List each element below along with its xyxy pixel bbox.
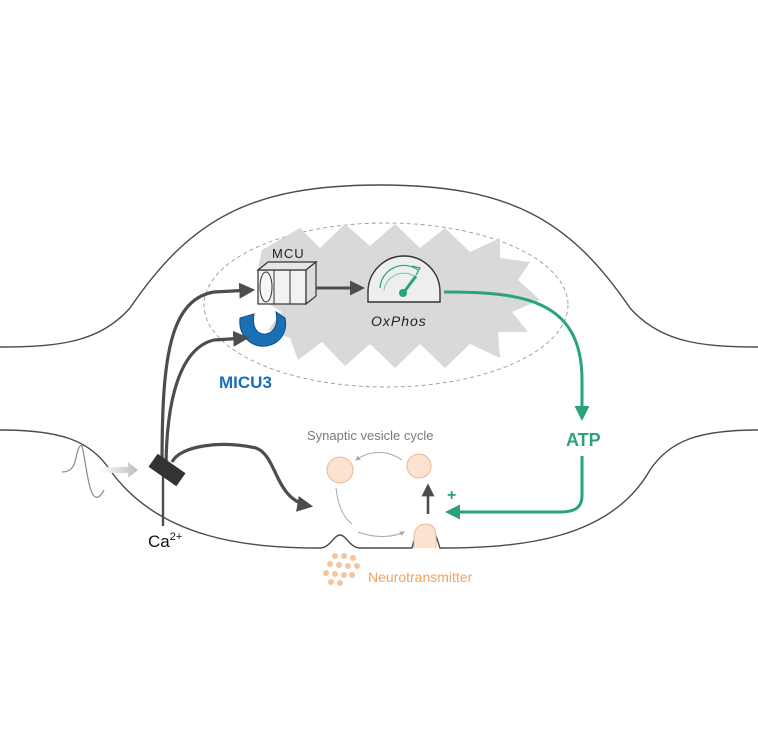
ca-to-micu3-path bbox=[164, 330, 250, 471]
ca-label: Ca2+ bbox=[148, 531, 182, 551]
ca-to-vesicle-path bbox=[170, 442, 314, 512]
input-arrow-icon bbox=[100, 462, 138, 478]
cycle-arrow-bottom bbox=[357, 531, 405, 537]
neurotransmitter-dots bbox=[323, 553, 360, 586]
synaptic-cycle-label: Synaptic vesicle cycle bbox=[307, 428, 433, 443]
atp-label: ATP bbox=[566, 430, 601, 450]
vesicle-fused bbox=[413, 523, 437, 548]
oxphos-label: OxPhos bbox=[371, 313, 427, 329]
ca-label-sup: 2+ bbox=[170, 531, 183, 543]
vesicle-left bbox=[326, 456, 354, 484]
lower-membrane bbox=[0, 429, 758, 549]
micu3-label: MICU3 bbox=[219, 373, 272, 392]
neurotransmitter-label: Neurotransmitter bbox=[368, 569, 473, 585]
oxphos-gauge-icon bbox=[367, 255, 441, 303]
ca-label-base: Ca bbox=[148, 532, 170, 551]
vesicle-right bbox=[406, 453, 432, 479]
plus-label: + bbox=[447, 487, 456, 504]
oxphos-to-atp-arrow bbox=[443, 290, 590, 421]
atp-to-vesicle-arrow bbox=[445, 456, 584, 520]
ca-to-mcu-path bbox=[160, 282, 256, 471]
micu3-icon bbox=[239, 310, 287, 347]
action-potential-icon bbox=[61, 444, 105, 498]
ca-channel-icon bbox=[148, 453, 186, 487]
upper-membrane bbox=[0, 184, 758, 348]
mitochondrion-boundary bbox=[203, 222, 569, 388]
mcu-channel-icon bbox=[256, 260, 318, 306]
mcu-label: MCU bbox=[272, 246, 305, 261]
cycle-arrow-top bbox=[355, 452, 403, 461]
cycle-arrow-left bbox=[335, 487, 353, 525]
